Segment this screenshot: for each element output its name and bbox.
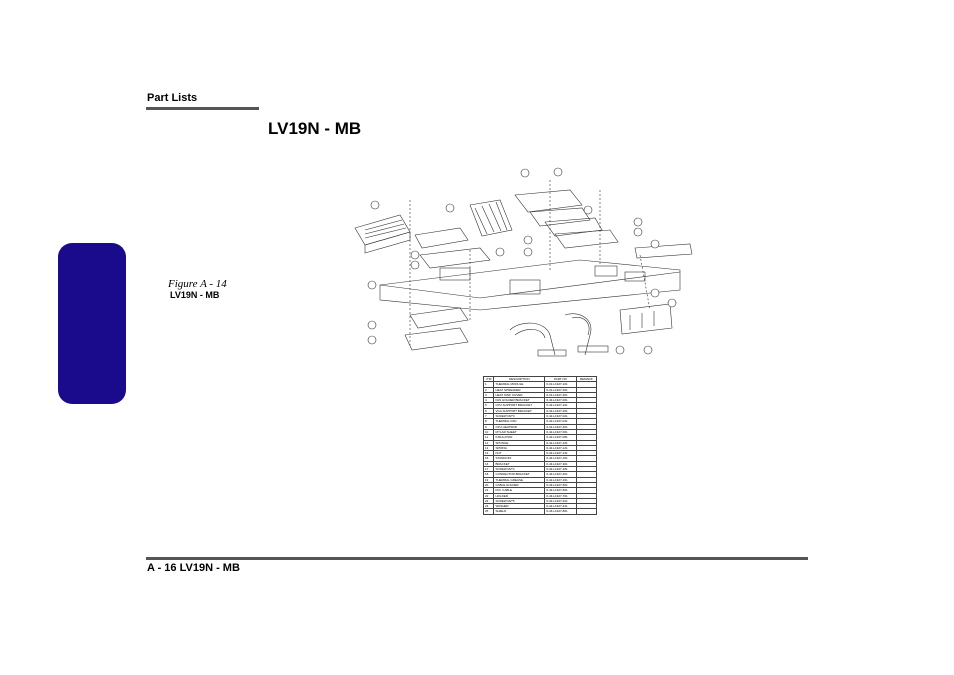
col-header: ITM (482, 375, 495, 383)
exploded-view-diagram (354, 167, 693, 357)
table-cell: SHIELD (493, 508, 546, 515)
page-title: LV19N - MB (268, 119, 362, 138)
table-cell (575, 508, 598, 515)
figure-caption: Figure A - 14 (168, 278, 227, 290)
header-rule (146, 107, 259, 110)
table-cell: 6-43-L1927-801 (544, 508, 577, 515)
col-header: REMARK (575, 375, 598, 383)
side-tab[interactable]: A.Part Lists (58, 243, 157, 602)
footer-rule (146, 557, 808, 560)
footer-page-ref: A - 16 LV19N - MB (147, 562, 240, 574)
figure-subcaption: LV19N - MB (170, 290, 220, 300)
section-header: Part Lists (147, 92, 198, 104)
parts-table-header: ITM DESCRIPTION PART NO REMARK (482, 375, 598, 383)
table-cell: 25 (482, 508, 495, 515)
